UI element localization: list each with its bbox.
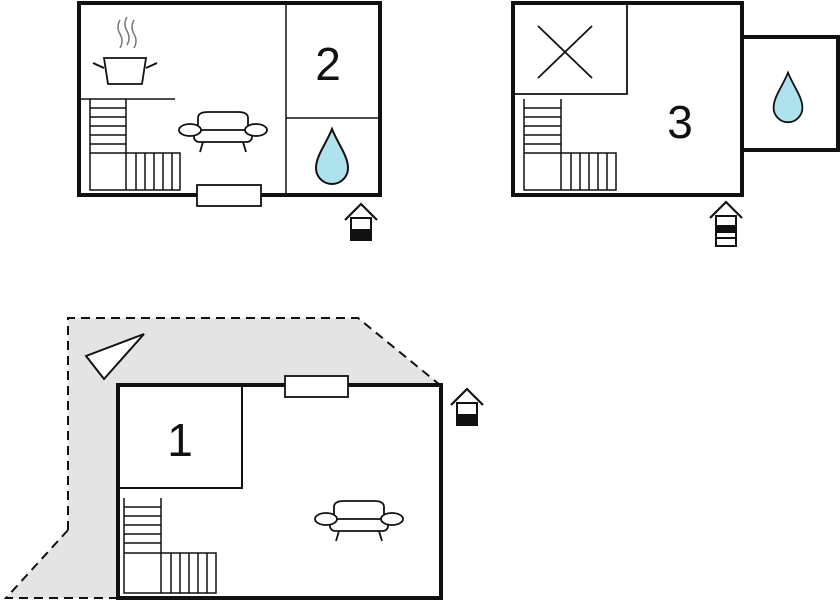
cross-icon bbox=[537, 25, 593, 79]
sofa-icon bbox=[314, 500, 404, 542]
floor-plan-upper-left: 2 bbox=[77, 1, 382, 242]
room-divider bbox=[513, 3, 628, 95]
room-label-3: 3 bbox=[667, 96, 693, 148]
north-arrow-icon bbox=[84, 333, 145, 381]
floor-plan-upper-right: 3 bbox=[511, 1, 840, 248]
bathroom-annex bbox=[742, 35, 840, 152]
water-drop-icon bbox=[772, 71, 804, 124]
terrace-area bbox=[6, 318, 440, 598]
room-label-1: 1 bbox=[167, 414, 193, 466]
entrance-icon bbox=[449, 387, 485, 427]
room-label-2: 2 bbox=[315, 38, 341, 90]
sofa-icon bbox=[178, 111, 268, 153]
floor-plan-ground: 1 bbox=[3, 317, 485, 600]
terrace-outline bbox=[67, 317, 441, 530]
window-icon bbox=[196, 184, 262, 207]
room-divider bbox=[118, 385, 243, 489]
stairs-icon bbox=[523, 99, 617, 191]
terrace-outline-lower bbox=[3, 529, 118, 599]
water-drop-icon bbox=[315, 128, 349, 185]
entrance-icon bbox=[343, 202, 379, 242]
cooking-pot-icon bbox=[92, 16, 158, 85]
window-icon bbox=[284, 375, 349, 398]
outer-wall bbox=[116, 383, 443, 600]
stairs-icon bbox=[89, 99, 181, 191]
entrance-icon bbox=[708, 200, 744, 248]
stairs-icon bbox=[123, 498, 217, 594]
